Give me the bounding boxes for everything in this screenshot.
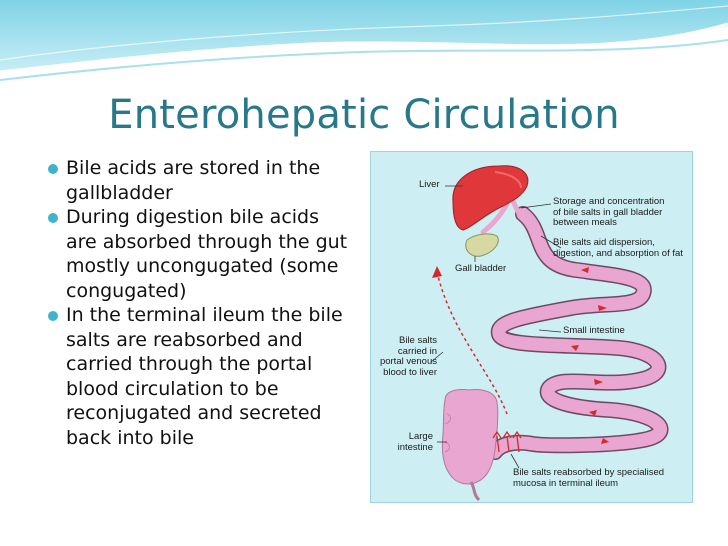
slide-title: Enterohepatic Circulation: [108, 92, 620, 138]
leader-lines: [430, 185, 562, 469]
label-portal: Bile salts carried in portal venous bloo…: [379, 335, 437, 378]
bullet-text: In the terminal ileum the bile salts are…: [66, 304, 343, 449]
diagram-illustration: [430, 165, 669, 502]
bullet-text: Bile acids are stored in the gallbladder: [66, 157, 321, 204]
label-reabsorbed: Bile salts reabsorbed by specialised muc…: [513, 467, 665, 489]
enterohepatic-diagram: Liver Storage and concentration of bile …: [370, 151, 693, 503]
bullet-list: Bile acids are stored in the gallbladder…: [48, 156, 348, 450]
bullet-dot-icon: [48, 213, 58, 223]
bullet-text: During digestion bile acids are absorbed…: [66, 206, 348, 302]
label-large-intestine: Large intestine: [397, 431, 433, 453]
flow-arrows: [571, 267, 609, 444]
label-gall-bladder: Gall bladder: [455, 263, 507, 274]
gall-bladder-shape: [465, 233, 499, 257]
bullet-dot-icon: [48, 164, 58, 174]
small-intestine-shape: [487, 206, 669, 460]
label-dispersion: Bile salts aid dispersion, digestion, an…: [553, 237, 683, 259]
label-small-intestine: Small intestine: [563, 325, 625, 336]
bullet-item: During digestion bile acids are absorbed…: [48, 205, 348, 303]
portal-arrow-icon: [432, 266, 442, 278]
bullet-dot-icon: [48, 311, 58, 321]
portal-vein-path: [436, 271, 508, 415]
label-liver: Liver: [419, 179, 440, 190]
label-storage: Storage and concentration of bile salts …: [553, 196, 665, 228]
reabsorption-arrows: [492, 430, 522, 453]
header-wave-decoration: [0, 0, 728, 81]
bullet-item: Bile acids are stored in the gallbladder: [48, 156, 348, 205]
bullet-item: In the terminal ileum the bile salts are…: [48, 303, 348, 450]
liver-shape: [452, 165, 529, 231]
large-intestine-shape: [441, 389, 499, 485]
